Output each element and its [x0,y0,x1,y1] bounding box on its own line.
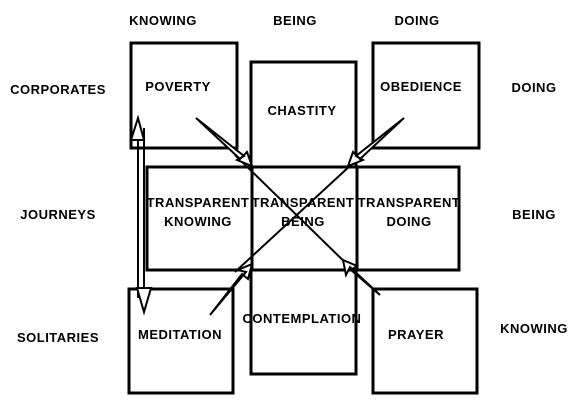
arrow-to-poverty [195,117,254,168]
arrow-to-prayer [341,258,381,296]
row-label-corporates: CORPORATES [10,82,106,97]
row-label-right-being: BEING [512,207,556,222]
meditation-label: MEDITATION [138,327,222,342]
arrow-to-meditation [209,262,254,316]
prayer-box [371,287,479,395]
arrow-to-obedience [346,117,405,168]
obedience-label: OBEDIENCE [380,79,462,94]
transparent-doing-box [355,165,461,272]
row-label-solitaries: SOLITARIES [17,330,99,345]
diagonal-line-bl-tr [234,151,366,273]
column-header-knowing: KNOWING [129,13,197,28]
transparent-knowing-label-line1: TRANSPARENT [147,195,250,210]
vertical-arrow-down [135,287,153,316]
contemplation-label: CONTEMPLATION [243,311,362,326]
transparent-doing-label-line2: DOING [386,214,431,229]
transparent-knowing-label-line2: KNOWING [164,214,232,229]
vertical-arrow-up [129,114,146,141]
poverty-box [129,41,239,150]
column-header-doing: DOING [394,13,439,28]
contemplation-box [249,268,358,376]
poverty-label: POVERTY [145,79,211,94]
chastity-label: CHASTITY [268,103,337,118]
row-label-right-doing: DOING [511,80,556,95]
row-label-journeys: JOURNEYS [20,207,96,222]
row-label-right-knowing: KNOWING [500,321,568,336]
obedience-box [371,41,481,150]
meditation-box [127,287,235,395]
prayer-label: PRAYER [388,327,444,342]
column-header-being: BEING [273,13,317,28]
transparent-doing-label-line1: TRANSPARENT [358,195,461,210]
transparent-being-label-line1: TRANSPARENT [252,195,355,210]
diagonal-line-tl-br [234,154,356,273]
